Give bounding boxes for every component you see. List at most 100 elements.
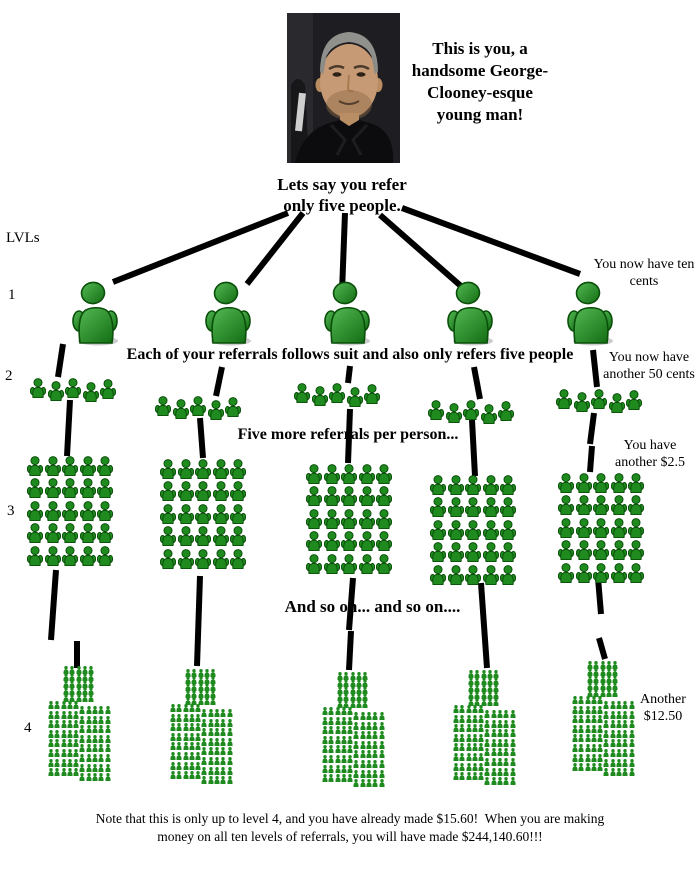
person-icon (306, 531, 322, 552)
person-icon (606, 681, 612, 690)
person-icon (65, 378, 81, 398)
person-icon (474, 683, 480, 692)
person-icon (73, 720, 79, 729)
person-icon (27, 500, 43, 521)
person-icon (587, 661, 593, 669)
person-icon (465, 519, 481, 540)
person-icon (478, 772, 484, 781)
person-icon (189, 732, 195, 741)
person-icon (189, 771, 195, 780)
person-icon (311, 386, 328, 406)
person-icon (572, 753, 578, 762)
person-icon (79, 478, 96, 499)
person-icon (487, 697, 493, 706)
person-icon (610, 729, 616, 738)
level-4-cluster-bottom (48, 701, 111, 783)
person-icon (230, 459, 246, 479)
person-icon (503, 729, 509, 738)
person-icon (578, 763, 584, 772)
person-icon (79, 763, 86, 772)
person-icon (585, 734, 591, 743)
person-icon (366, 759, 372, 768)
level-4-annotation: Another $12.50 (631, 691, 695, 725)
person-icon (63, 693, 69, 702)
level-2-group (428, 400, 514, 424)
person-icon (76, 686, 82, 695)
person-icon (92, 734, 98, 743)
person-icon (597, 705, 603, 714)
photo-caption-line: Clooney-esque (427, 83, 533, 102)
person-icon (105, 753, 111, 762)
person-icon (230, 503, 246, 524)
person-icon (358, 508, 375, 529)
person-icon (86, 734, 92, 743)
person-icon (497, 719, 503, 728)
person-icon (183, 771, 189, 780)
person-icon (478, 714, 484, 723)
person-icon (597, 743, 603, 752)
person-icon (610, 562, 627, 583)
person-icon (459, 772, 465, 781)
person-icon (97, 545, 113, 566)
person-icon (69, 679, 75, 688)
person-icon (478, 724, 484, 733)
person-icon (97, 456, 113, 476)
person-icon (603, 758, 610, 767)
person-icon (98, 763, 104, 772)
person-icon (472, 752, 478, 761)
person-icon (208, 756, 214, 765)
person-icon (341, 745, 347, 754)
person-icon (573, 392, 590, 412)
person-icon (105, 725, 111, 734)
person-icon (465, 497, 481, 518)
level-4-half (201, 709, 233, 786)
person-icon (587, 674, 593, 683)
person-icon (27, 545, 43, 566)
person-icon (335, 707, 341, 715)
person-icon (356, 678, 362, 687)
person-icon (44, 545, 61, 566)
person-icon (88, 666, 94, 674)
person-icon (183, 713, 189, 722)
person-icon (610, 710, 616, 719)
person-icon (503, 719, 509, 728)
person-icon (44, 456, 61, 476)
person-icon (79, 715, 86, 724)
person-icon (97, 478, 113, 499)
person-icon (54, 768, 60, 777)
person-icon (82, 686, 88, 695)
person-icon (105, 773, 111, 782)
level-4-cluster-top (587, 661, 618, 697)
level-2-group (556, 389, 642, 413)
person-icon (86, 744, 92, 753)
person-icon (353, 769, 360, 778)
person-icon (92, 744, 98, 753)
person-icon (323, 486, 340, 507)
person-icon (556, 389, 572, 409)
person-icon (208, 737, 214, 746)
person-icon (170, 723, 176, 732)
person-icon (73, 758, 79, 767)
person-icon (347, 764, 353, 773)
person-icon (98, 744, 104, 753)
person-icon (195, 732, 201, 741)
person-icon (177, 459, 194, 479)
person-icon (170, 704, 176, 712)
person-icon (472, 733, 478, 742)
person-icon (183, 732, 189, 741)
person-icon (610, 748, 616, 757)
person-icon (189, 704, 195, 712)
person-icon (612, 667, 618, 676)
person-icon (62, 523, 78, 544)
level-3-label: 3 (7, 503, 15, 519)
person-icon (323, 464, 340, 484)
person-icon (610, 758, 616, 767)
person-icon (185, 682, 191, 691)
person-icon (353, 750, 360, 759)
photo-caption-line: handsome George- (411, 61, 549, 80)
person-icon (220, 756, 226, 765)
person-icon (88, 686, 94, 695)
person-icon (54, 720, 60, 729)
person-icon (606, 667, 612, 676)
person-icon (575, 540, 592, 561)
